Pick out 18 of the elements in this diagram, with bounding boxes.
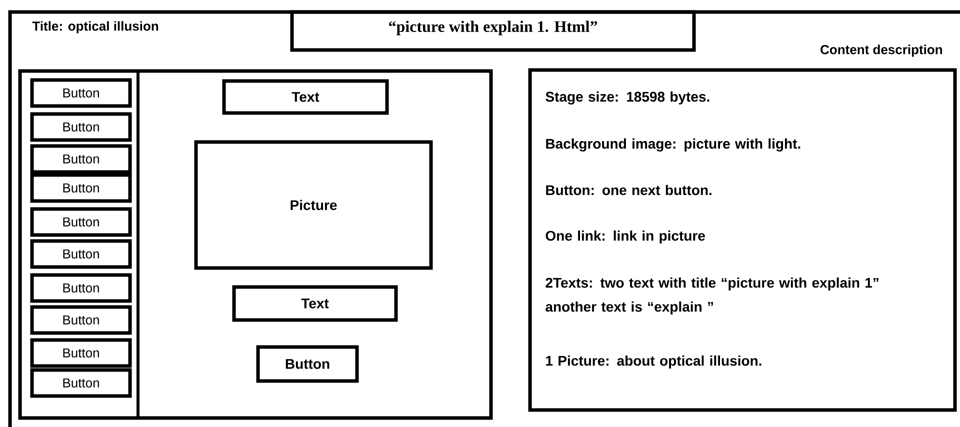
node-label: Content description bbox=[820, 44, 942, 57]
text-box: Text bbox=[222, 79, 389, 115]
sidebar-panel bbox=[18, 70, 140, 420]
button-box: Button bbox=[30, 173, 132, 203]
button-box: Button bbox=[30, 207, 132, 237]
layout-panel bbox=[18, 69, 493, 420]
button-box: Button bbox=[30, 144, 132, 174]
button-box: Button bbox=[30, 338, 132, 368]
file-name-box: “picture with explain 1. Html” bbox=[290, 10, 696, 52]
button-box: Button bbox=[30, 368, 132, 398]
button-box: Button bbox=[30, 112, 132, 142]
button-box: Button bbox=[30, 273, 132, 303]
button-box: Button bbox=[30, 305, 132, 335]
button-box: Button bbox=[30, 78, 132, 108]
text-box: Text bbox=[232, 285, 398, 322]
button-box: Button bbox=[30, 239, 132, 269]
picture-box: Picture bbox=[194, 140, 433, 270]
button-box: Button bbox=[256, 345, 359, 383]
